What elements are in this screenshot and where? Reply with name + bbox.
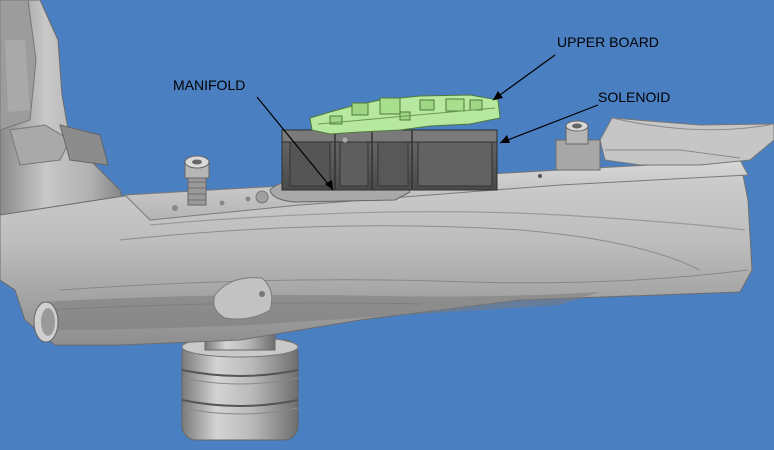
upper-board	[309, 94, 501, 135]
solenoid	[281, 129, 498, 191]
rear-grip	[0, 0, 131, 226]
callout-leaders	[256, 54, 599, 191]
label-manifold: MANIFOLD	[173, 77, 245, 93]
rear-bolt	[184, 155, 210, 206]
front-bolt	[565, 120, 589, 145]
label-solenoid: SOLENOID	[598, 89, 670, 105]
label-upper-board: UPPER BOARD	[557, 34, 659, 50]
front-nose	[555, 117, 774, 171]
